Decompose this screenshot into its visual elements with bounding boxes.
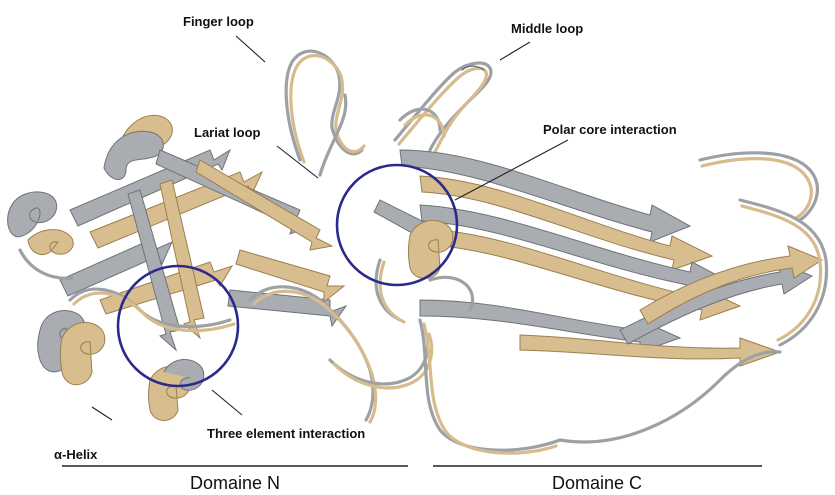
finger-loop-label: Finger loop [183, 14, 254, 29]
domain-n-ribbons [8, 115, 432, 422]
middle-loop-leader [500, 42, 530, 60]
middle-loop-coil [395, 63, 491, 154]
domain-c-ribbons [374, 109, 827, 453]
protein-ribbon-superposition [8, 51, 827, 453]
domain-n-label: Domaine N [190, 473, 280, 493]
finger-loop-leader [236, 36, 265, 62]
three-element-label: Three element interaction [207, 426, 365, 441]
alpha-helix-label: α-Helix [54, 447, 98, 462]
finger-loop-coil [286, 51, 364, 175]
middle-loop-label: Middle loop [511, 21, 583, 36]
three-element-leader [212, 390, 242, 415]
alpha-helix-leader [92, 407, 112, 420]
lariat-loop-label: Lariat loop [194, 125, 261, 140]
polar-core-label: Polar core interaction [543, 122, 677, 137]
domain-c-label: Domaine C [552, 473, 642, 493]
